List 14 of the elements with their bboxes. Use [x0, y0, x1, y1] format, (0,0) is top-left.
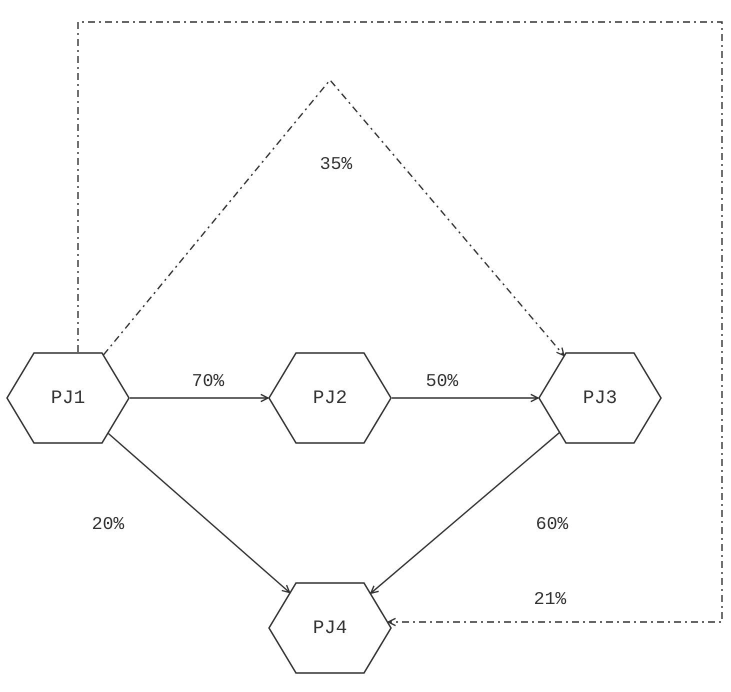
node-label: PJ3 [582, 387, 618, 409]
hexagon-node [538, 352, 662, 444]
arrow [103, 78, 565, 356]
node-label: PJ2 [312, 387, 348, 409]
arrow [370, 432, 560, 594]
node-label: PJ1 [50, 387, 86, 409]
hexagon-node [6, 352, 130, 444]
arrow [77, 21, 723, 626]
node-label: PJ4 [312, 617, 348, 639]
arrow [108, 432, 290, 594]
hexagon-node [268, 582, 392, 674]
arrow [130, 394, 269, 402]
arrow [392, 394, 539, 402]
hexagon-node [268, 352, 392, 444]
